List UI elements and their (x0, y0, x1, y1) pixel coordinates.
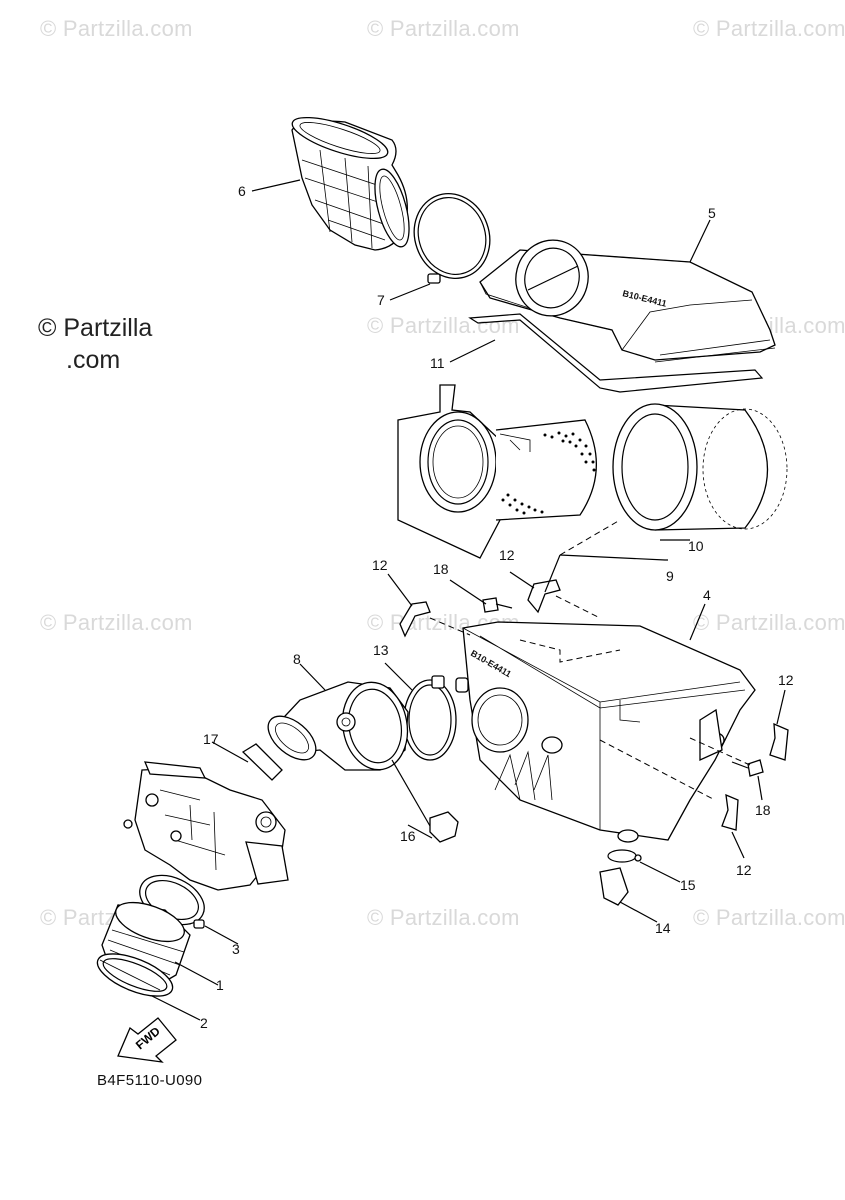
callout-9: 9 (666, 568, 674, 584)
callout-12-c: 12 (778, 672, 794, 688)
throttle-body-assembly[interactable] (123, 761, 289, 891)
diagram-code: B4F5110-U090 (97, 1072, 203, 1089)
part-11-gasket[interactable] (468, 313, 764, 393)
callout-10: 10 (688, 538, 704, 554)
callout-17: 17 (203, 731, 219, 747)
part-2-band[interactable] (92, 945, 178, 1005)
watermark-mid-center: © Partzilla.com (367, 313, 520, 338)
watermark-row3-right: © Partzilla.com (693, 610, 845, 635)
callout-1: 1 (216, 977, 224, 993)
callout-3: 3 (232, 941, 240, 957)
partzilla-watermark-main: © Partzilla .com (38, 312, 152, 376)
part-14-drain-tube[interactable] (599, 867, 629, 906)
part-10-filter-cylinder[interactable] (612, 403, 788, 531)
fwd-arrow-icon: FWD (117, 1017, 177, 1063)
callout-12-b: 12 (499, 547, 515, 563)
callout-7: 7 (377, 292, 385, 308)
callout-6: 6 (238, 183, 246, 199)
part-5-airbox-lid[interactable]: B10-E4411 (479, 232, 776, 363)
part-16-sensor[interactable] (391, 759, 459, 843)
callout-12-a: 12 (372, 557, 388, 573)
part-12-clip-b[interactable] (527, 579, 561, 614)
callout-4: 4 (703, 587, 711, 603)
callout-5: 5 (708, 205, 716, 221)
callout-15: 15 (680, 877, 696, 893)
part-12-clip-c[interactable] (769, 722, 789, 761)
part-18-bolt-b[interactable] (731, 759, 764, 777)
part-12-clip-a[interactable] (399, 601, 431, 638)
part-6-intake-duct[interactable] (288, 109, 416, 251)
watermark-main-line2: .com (66, 346, 121, 374)
part-17-screw[interactable] (241, 743, 283, 781)
leader-lines (151, 179, 786, 1021)
watermark-row4-center: © Partzilla.com (367, 905, 520, 930)
part-18-bolt-a[interactable] (482, 597, 513, 613)
part-7-clamp-band[interactable] (403, 183, 502, 289)
callout-13: 13 (373, 642, 389, 658)
callout-2: 2 (200, 1015, 208, 1031)
watermark-top-center: © Partzilla.com (367, 16, 520, 41)
callout-18-a: 18 (433, 561, 449, 577)
callout-14: 14 (655, 920, 671, 936)
part-4-airbox[interactable]: B10-E4411 (462, 621, 756, 843)
watermark-row4-right: © Partzilla.com (693, 905, 845, 930)
part-13-clamp[interactable] (403, 675, 469, 761)
watermark-top-left: © Partzilla.com (40, 16, 193, 41)
part-15-drain-clip[interactable] (607, 849, 642, 863)
callout-18-b: 18 (755, 802, 771, 818)
watermark-main-line1: © Partzilla (38, 314, 153, 342)
part-12-clip-d[interactable] (721, 793, 739, 831)
watermark-row3-left: © Partzilla.com (40, 610, 193, 635)
callout-16: 16 (400, 828, 416, 844)
part-9-filter-holder[interactable] (397, 384, 598, 559)
callout-11: 11 (430, 355, 445, 371)
filter-mesh-dots (501, 431, 596, 515)
watermark-top-right: © Partzilla.com (693, 16, 845, 41)
callout-8: 8 (293, 651, 301, 667)
callout-12-d: 12 (736, 862, 752, 878)
part-8-joint[interactable] (260, 677, 414, 775)
